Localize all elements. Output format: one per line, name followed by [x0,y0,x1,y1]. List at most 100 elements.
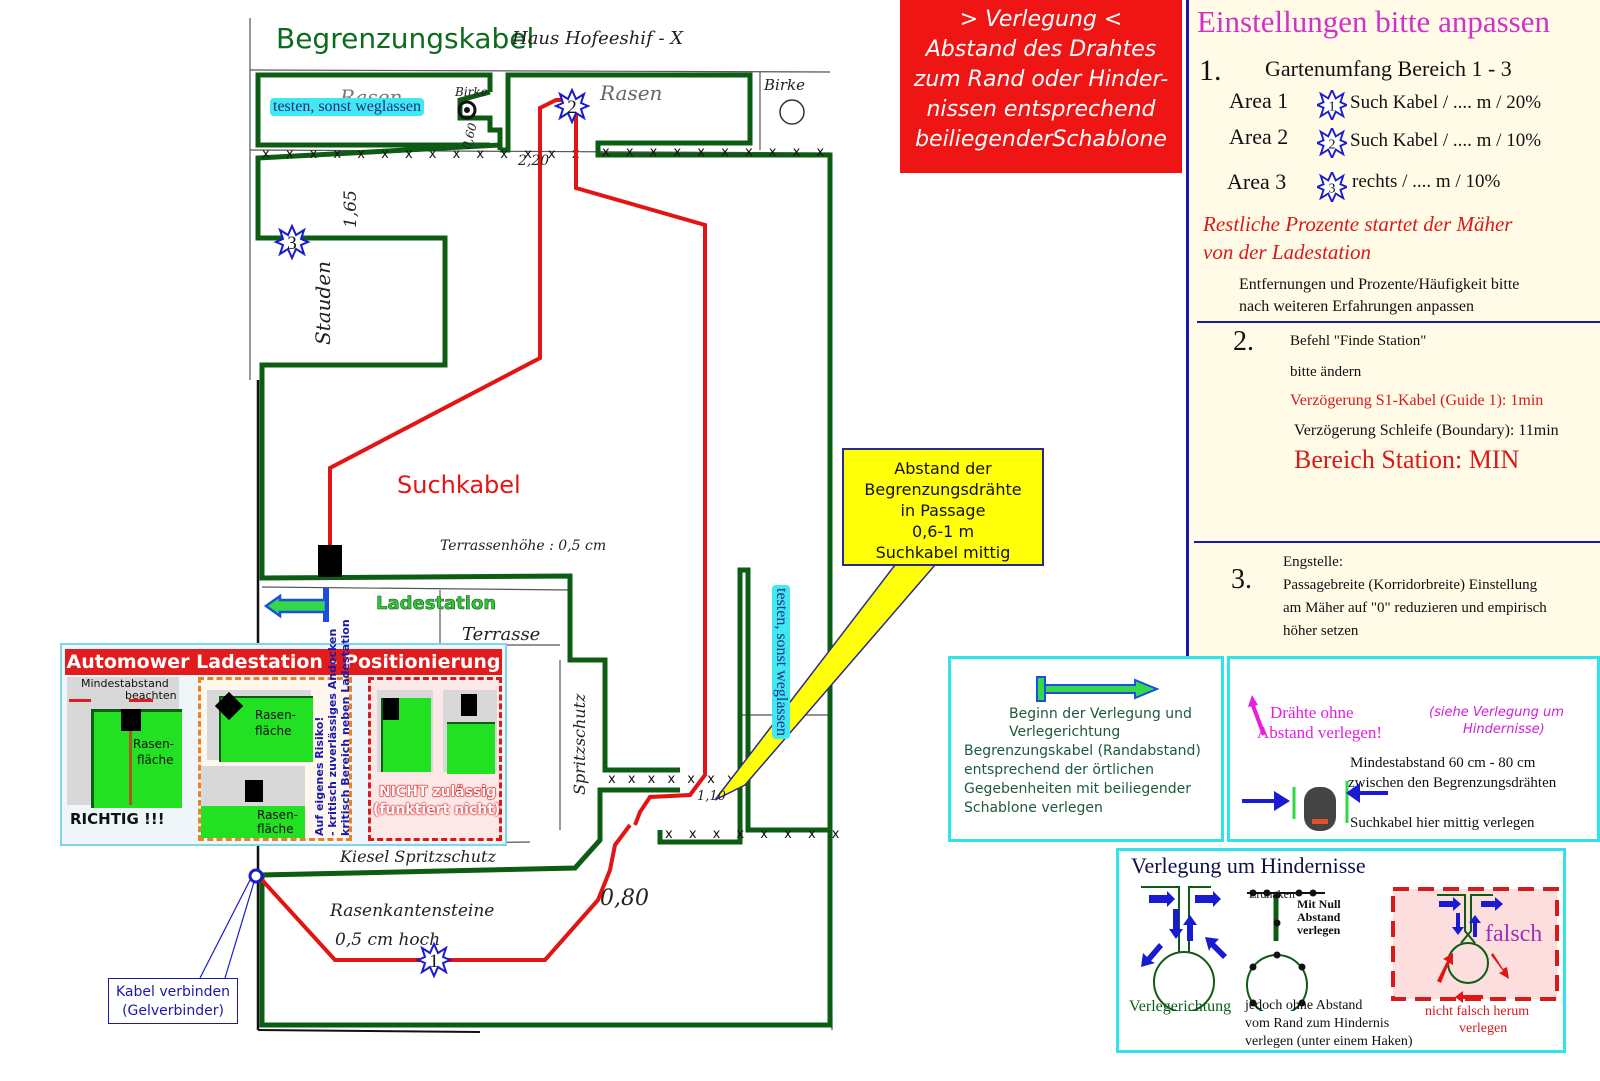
area-marker-3-label: 3 [287,233,297,254]
area-3-star-icon: 3 [1317,172,1347,202]
settings-panel: Einstellungen bitte anpassen 1. Gartenum… [1186,0,1600,660]
passage-ref-2: Hindernisse) [1463,722,1545,737]
risk-corner-illustration: Rasen- fläche [207,690,313,762]
inset-wrong-panel: NICHT zulässig (funktiert nicht) [368,677,502,841]
section-3-line-3: am Mäher auf "0" reduzieren und empirisc… [1283,600,1547,616]
guide-wire [129,731,132,805]
handwritten-notes: Haus Hofeeshif - X Rasen Birke Birke Ras… [311,28,805,950]
passage-callout-line: Abstand der [894,459,992,478]
blue-arrows [1141,891,1227,1011]
obstacles-desc-1: jedoch ohne Abstand [1245,998,1363,1013]
section-2-line-1: Befehl "Finde Station" [1290,333,1427,349]
note-rasenkanten-h: 0,5 cm hoch [335,930,440,950]
note-line-2: nach weiteren Erfahrungen anpassen [1239,298,1474,315]
risk-line: - kritisch zuverlässiges Andocken [326,628,339,836]
svg-text:x x x x x x x: x x x x x x x [608,772,739,787]
svg-text:x x x x x x x x x x x x x x: x x x x x x x x x x x x x x [262,147,585,162]
start-arrow-icon [263,588,329,622]
obstacles-falsch: falsch [1485,921,1543,947]
passage-callout-line: 0,6-1 m [911,522,975,541]
arrow-right-icon [69,699,91,702]
section-2-line-2: bitte ändern [1290,364,1362,380]
inset-richtig: RICHTIG !!! [70,810,165,828]
svg-text:3: 3 [1328,181,1335,197]
obstacles-wrong-1: nicht falsch herum [1425,1004,1530,1019]
area-2-label: Area 2 [1229,124,1289,149]
section-2-line-3: Verzögerung S1-Kabel (Guide 1): 1min [1290,392,1544,409]
magenta-arrow-icon [1248,695,1266,736]
settings-title: Einstellungen bitte anpassen [1197,4,1550,39]
inset-rasen-1: Rasen- [255,708,296,722]
section-2-line-5: Bereich Station: MIN [1294,445,1520,474]
section-3-line-4: höher setzen [1283,623,1359,639]
note-kiesel: Kiesel Spritzschutz [339,847,496,866]
legend-start-line: Begrenzungskabel (Randabstand) [964,743,1201,759]
passage-callout-line: in Passage [900,501,986,520]
inset-rasen-2: fläche [255,724,292,738]
inset-nicht-1: NICHT zulässig [378,784,497,801]
obstacles-box: Verlegung um Hindernisse [1116,848,1566,1053]
note-line-1: Entfernungen und Prozente/Häufigkeit bit… [1239,276,1520,293]
note-dim-110: 1,10 [697,789,726,804]
search-cable [260,98,707,962]
area-1-text: Such Kabel / .... m / 20% [1350,92,1542,113]
note-dim-080: 0,80 [600,886,649,911]
legend-start-line: entsprechend der örtlichen [964,762,1154,778]
note-spritzschutz: Spritzschutz [570,693,589,795]
note-terrace-height: Terrassenhöhe : 0,5 cm [440,538,606,554]
area-marker-2-label: 2 [567,97,577,118]
mower-passage-illustration [1242,781,1349,831]
note-rasen-mid: Rasen [599,81,662,105]
svg-text:x x x x x x x x x x: x x x x x x x x x x [602,145,830,160]
area-2-text: Such Kabel / .... m / 10% [1350,130,1542,151]
station-positioning-inset: Automower Ladestation - Positionierung M… [60,619,507,846]
passage-callout: Abstand der Begrenzungsdrähte in Passage… [842,448,1044,566]
birch-tree [779,99,805,125]
obstacles-desc-2: vom Rand zum Hindernis [1245,1016,1390,1031]
arrow-left-icon [129,699,153,702]
obstacles-direction: Verlegerichtung [1129,998,1232,1015]
obstacles-null-2: Abstand [1297,910,1341,924]
legend-start-line: Verlegerichtung [1009,724,1121,740]
obstacles-erdhaken: Erdhaken [1249,887,1295,901]
note-birke-left: Birke [454,85,488,99]
inset-nicht-2: (funktiert nicht) [373,802,501,818]
legend-start-line: Beginn der Verlegung und [1009,706,1192,722]
note-terrasse: Terrasse [462,624,540,645]
laying-line: > Verlegung < [959,7,1123,32]
passage-magenta-1: Drähte ohne [1270,703,1354,722]
section-1-heading: Gartenumfang Bereich 1 - 3 [1265,56,1512,81]
note-stauden: Stauden [311,261,335,345]
passage-callout-line: Suchkabel mittig [875,543,1011,562]
ground-hooks [1249,889,1317,1007]
blue-arrow-left-icon [1346,783,1388,803]
risk-peak-illustration: Rasen- fläche [201,766,305,838]
obstacles-title: Verlegung um Hindernisse [1131,853,1366,878]
inset-min-2: beachten [125,689,177,702]
note-top-scribble: Haus Hofeeshif - X [511,28,684,49]
area-3-text: rechts / .... m / 10% [1352,171,1501,192]
inset-risk-panel: Rasen- fläche Rasen- fläche Auf eigenes … [198,619,352,841]
obstacles-wrong-2: verlegen [1459,1021,1508,1036]
legend-start-line: Gegebenheiten mit beiliegender [964,781,1192,797]
inset-risk-text: Auf eigenes Risiko! - kritisch zuverläss… [313,619,352,836]
note-dim-060: 0,60 [459,121,480,151]
connect-callout-line: (Gelverbinder) [122,1003,224,1019]
area-3-label: Area 3 [1227,169,1287,194]
section-2-number: 2. [1233,326,1254,357]
inset-title: Automower Ladestation - Positionierung [65,649,502,675]
divider [1197,321,1600,323]
obstacles-illustration [1141,886,1559,1011]
obstacles-null-1: Mit Null [1297,897,1341,911]
laying-instructions-box: > Verlegung < Abstand des Drahtes zum Ra… [900,0,1182,173]
passage-min-1: Mindestabstand 60 cm - 80 cm [1350,755,1536,771]
laying-line: zum Rand oder Hinder- [913,67,1169,92]
section-2-line-4: Verzögerung Schleife (Boundary): 11min [1294,422,1559,439]
passage-magenta-2: Abstand verlegen! [1257,723,1383,742]
station-icon [121,709,141,731]
laying-line: nissen entsprechend [926,97,1156,122]
connect-callout: Kabel verbinden (Gelverbinder) [108,978,238,1024]
area-1-label: Area 1 [1229,88,1289,113]
obstacles-desc-3: verlegen (unter einem Haken) [1245,1034,1413,1049]
